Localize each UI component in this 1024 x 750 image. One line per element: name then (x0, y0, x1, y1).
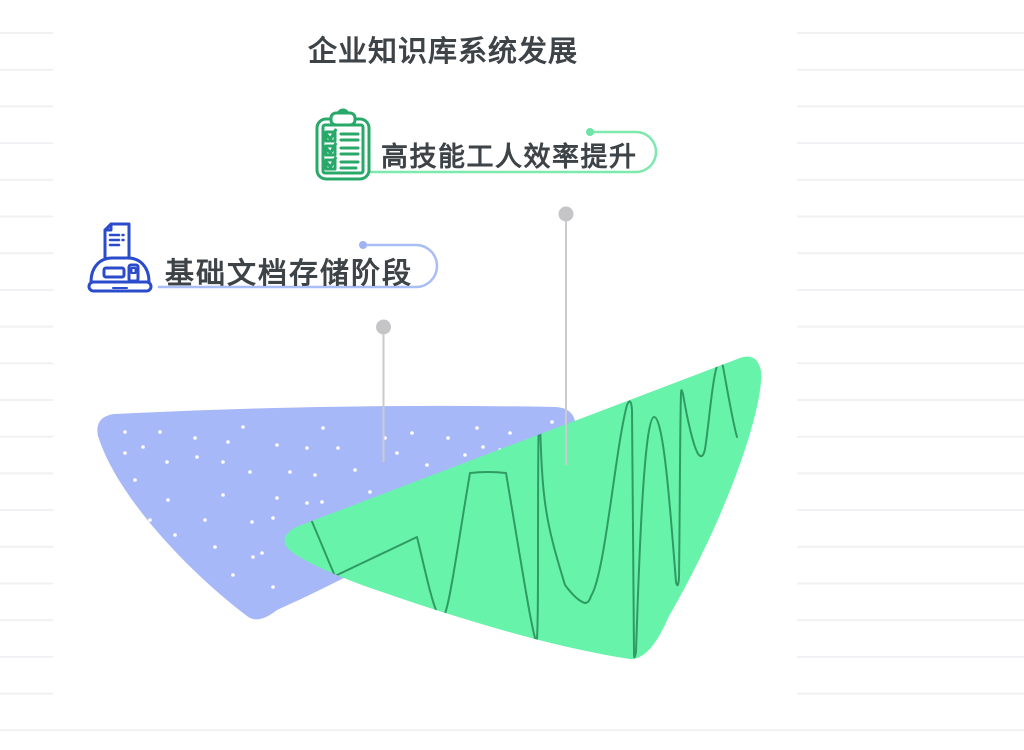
blob-dot (321, 426, 325, 430)
callout-label-skill: 高技能工人效率提升 (381, 142, 638, 172)
blob-dot (425, 463, 429, 467)
blob-dot (148, 518, 152, 522)
blob-dot (158, 430, 162, 434)
blob-dot (248, 470, 252, 474)
blob-dot (221, 460, 225, 464)
blob-dot (173, 533, 177, 537)
green-blob (284, 356, 762, 660)
connector-lines (376, 206, 574, 465)
blob-dot (305, 501, 309, 505)
blob-dot (550, 420, 554, 424)
blob-dot (141, 445, 145, 449)
blob-dot (481, 445, 485, 449)
blob-dot (195, 455, 199, 459)
blob-dot (123, 430, 127, 434)
blob-dot (410, 431, 414, 435)
blob-dot (271, 585, 275, 589)
blob-dot (353, 468, 357, 472)
checklist-row (324, 128, 360, 143)
blob-dot (251, 555, 255, 559)
connector-dot (376, 319, 391, 335)
printer-document-icon (86, 220, 154, 299)
blob-dot (508, 431, 512, 435)
blob-dot (241, 425, 245, 429)
content-panel (53, 0, 797, 728)
connector-dot (558, 206, 574, 222)
blob-dot (193, 436, 197, 440)
blob-dot (368, 490, 372, 494)
green-wave-line (309, 360, 738, 659)
blob-dot (275, 443, 279, 447)
blob-dot (203, 518, 207, 522)
blob-dot (260, 551, 264, 555)
blob-dot (313, 473, 317, 477)
page-title: 企业知识库系统发展 (307, 36, 578, 68)
callout-start-dot (586, 128, 594, 136)
callout-start-dot (359, 241, 367, 249)
blob-dot (165, 460, 169, 464)
blob-dot (250, 520, 254, 524)
checklist-row (324, 142, 360, 157)
blob-dot (275, 496, 279, 500)
callout-outline-storage (157, 241, 439, 289)
callout-label-storage: 基础文档存储阶段 (165, 258, 414, 290)
checklist-row (324, 156, 360, 171)
blob-dot (271, 516, 275, 520)
blob-dot (446, 436, 450, 440)
blob-dot (475, 426, 479, 430)
blob-dot (288, 470, 292, 474)
blob-dot (133, 478, 137, 482)
blob-dot (305, 446, 309, 450)
blob-dot (463, 453, 467, 457)
blob-dot (231, 573, 235, 577)
blob-dot (320, 500, 324, 504)
blob-dot (336, 446, 340, 450)
blob-dot (226, 440, 230, 444)
blob-dot (166, 498, 170, 502)
blob-dot (221, 493, 225, 497)
blob-dot (395, 451, 399, 455)
blob-dot (213, 545, 217, 549)
callout-outline-skill (327, 128, 658, 174)
clipboard-checklist-icon (314, 106, 372, 189)
blob-dot (123, 451, 127, 455)
